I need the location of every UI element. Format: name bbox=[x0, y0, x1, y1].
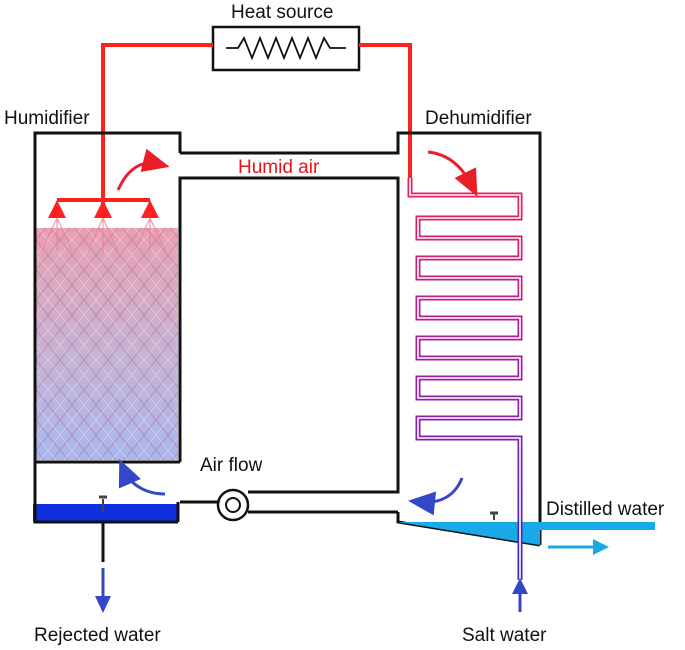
humidifier-label: Humidifier bbox=[4, 108, 90, 129]
dehumidifier-condenser-coil bbox=[407, 178, 523, 580]
salt-water-inlet-arrow bbox=[512, 578, 528, 612]
humid-air-flow-arrows bbox=[116, 148, 478, 197]
humidifier-packing bbox=[35, 228, 178, 460]
dry-air-flow-arrows bbox=[118, 458, 464, 516]
dehumidifier-label: Dehumidifier bbox=[425, 108, 532, 129]
rejected-water-basin bbox=[33, 495, 178, 522]
salt-water-label: Salt water bbox=[462, 625, 547, 646]
distilled-water-tray bbox=[398, 511, 655, 555]
blower-fan bbox=[216, 488, 250, 522]
spray-nozzles bbox=[41, 198, 166, 254]
heat-source-heater bbox=[211, 25, 361, 72]
rejected-water-label: Rejected water bbox=[34, 625, 161, 646]
air-flow-label: Air flow bbox=[200, 455, 263, 476]
humid-air-label: Humid air bbox=[238, 157, 320, 178]
heat-source-label: Heat source bbox=[231, 2, 334, 23]
rejected-water-outlet bbox=[95, 522, 111, 613]
distilled-water-label: Distilled water bbox=[546, 499, 665, 520]
